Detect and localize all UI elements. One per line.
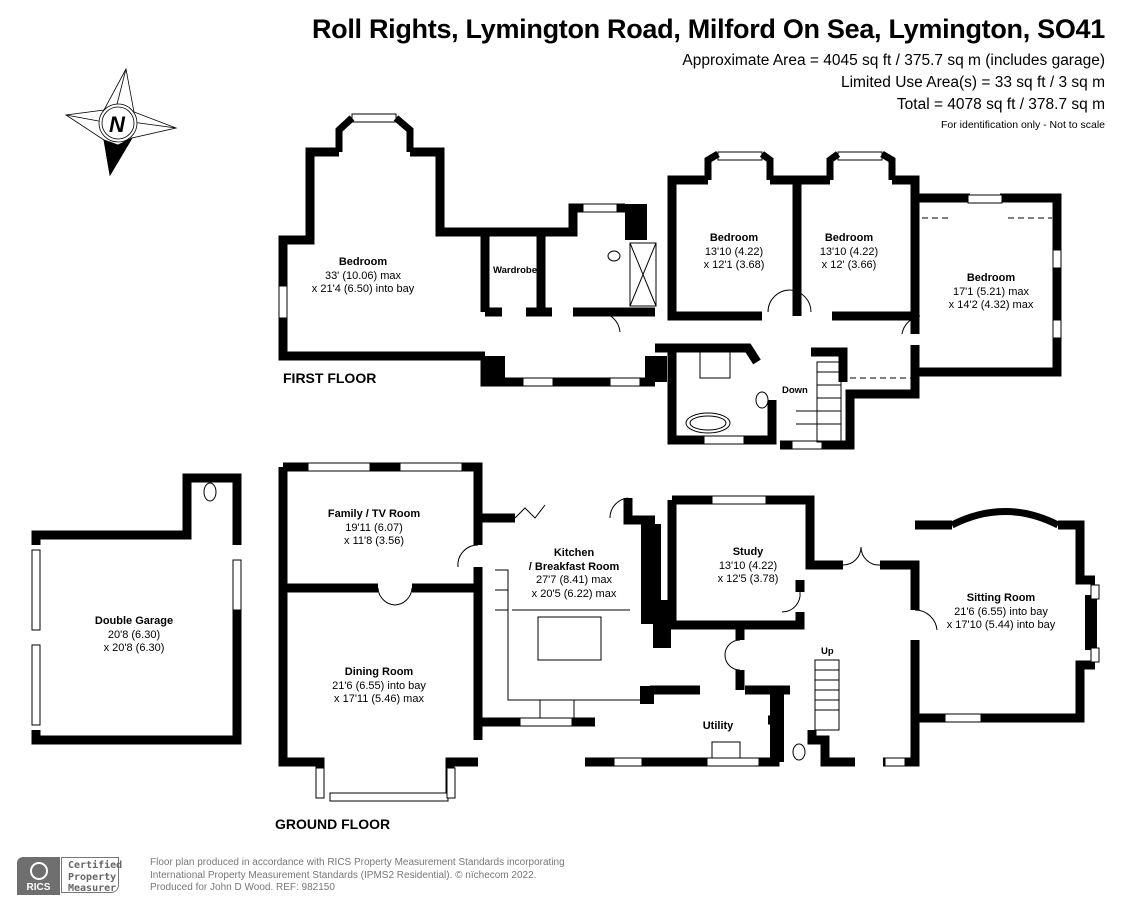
footer-notice: Floor plan produced in accordance with R… bbox=[150, 857, 565, 893]
room-label-utility: Utility bbox=[702, 720, 734, 732]
approximate-area: Approximate Area = 4045 sq ft / 375.7 sq… bbox=[682, 52, 1105, 69]
ground-floor-walls bbox=[31, 462, 1095, 795]
compass-label: N bbox=[109, 112, 126, 137]
first-floor-label: FIRST FLOOR bbox=[283, 370, 377, 386]
first-floor-walls bbox=[278, 147, 1062, 450]
total-area: Total = 4078 sq ft / 378.7 sq m bbox=[896, 96, 1105, 113]
disclaimer: For identification only - Not to scale bbox=[941, 119, 1105, 131]
compass-north-icon bbox=[64, 67, 178, 177]
page-title: Roll Rights, Lymington Road, Milford On … bbox=[311, 14, 1105, 44]
limited-use-area: Limited Use Area(s) = 33 sq ft / 3 sq m bbox=[840, 74, 1105, 91]
ground-floor-label: GROUND FLOOR bbox=[275, 816, 391, 832]
chimney-blocks bbox=[483, 204, 667, 382]
stairs-down-label: Down bbox=[782, 385, 808, 396]
rics-logo: RICS bbox=[17, 857, 60, 895]
windows bbox=[278, 113, 1062, 450]
windows bbox=[31, 462, 1100, 802]
stairs-up-label: Up bbox=[821, 646, 834, 657]
rics-emblem-icon bbox=[29, 862, 48, 880]
room-label-wardrobe: Wardrobe bbox=[493, 265, 537, 276]
